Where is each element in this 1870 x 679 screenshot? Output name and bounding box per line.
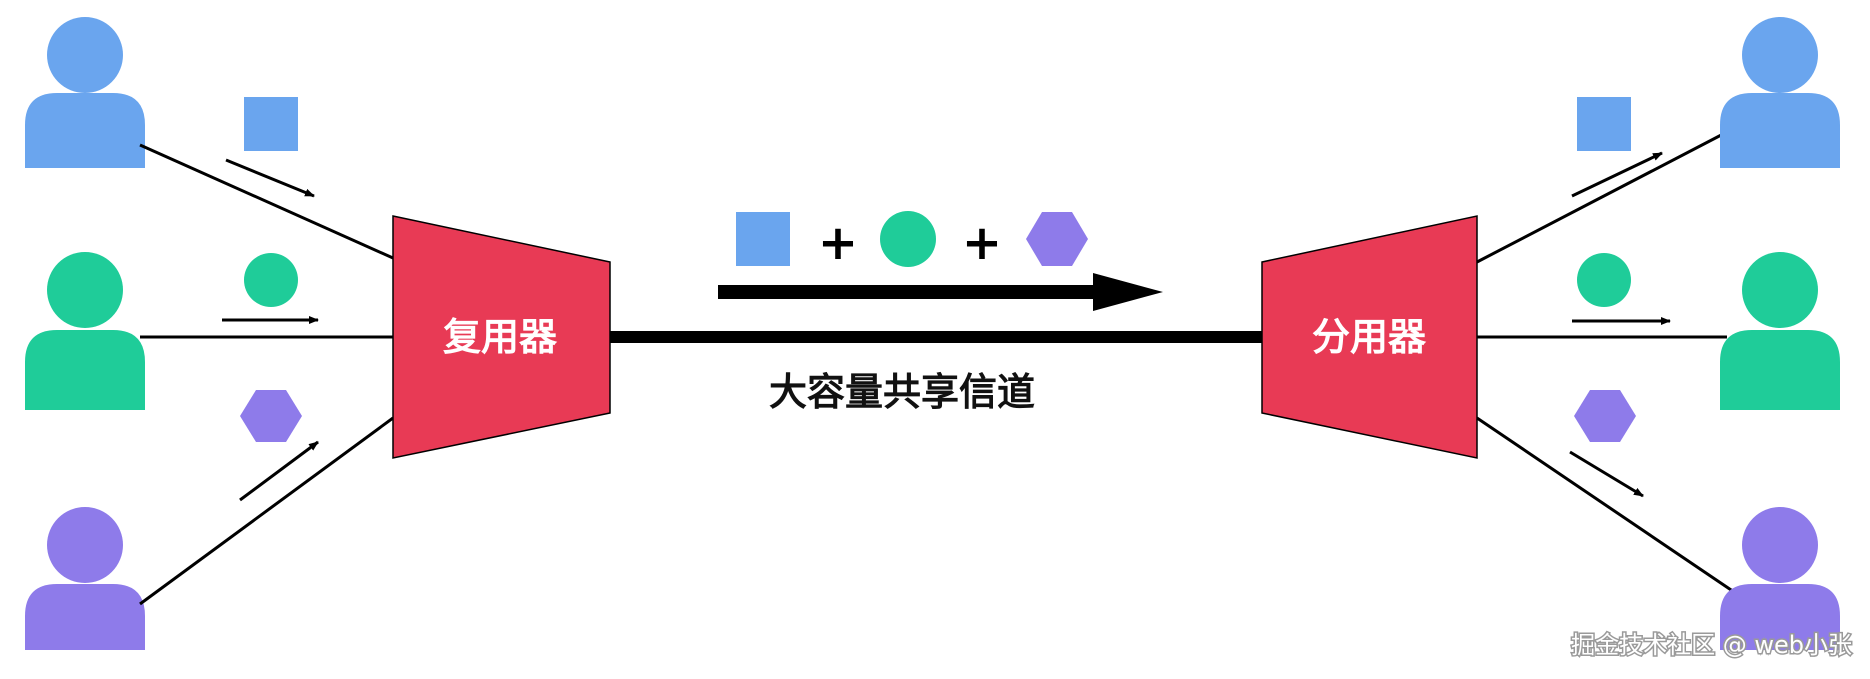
- receiver-user-purple: [1720, 507, 1840, 650]
- user-icon-head: [1742, 17, 1818, 93]
- channel-direction-arrow-head: [1093, 273, 1163, 311]
- combined-hexagon-purple: [1026, 212, 1088, 266]
- signal-hexagon-purple: [240, 390, 302, 442]
- plus-sign-2: +: [962, 215, 1002, 271]
- user-icon-head: [47, 252, 123, 328]
- plus-sign-1: +: [818, 215, 858, 271]
- input-line-purple: [139, 416, 394, 606]
- demultiplexer-device: [1261, 215, 1478, 459]
- signal-circle-green: [244, 253, 298, 307]
- signal-square-blue: [244, 97, 298, 151]
- signal-hexagon-purple-out: [1574, 390, 1636, 442]
- output-line-purple: [1476, 416, 1741, 598]
- multiplexer-device: [392, 215, 611, 459]
- user-icon-body: [1720, 330, 1840, 410]
- watermark-text: 掘金技术社区 @ web小张: [1571, 631, 1852, 659]
- combined-square-blue: [736, 212, 790, 266]
- receiver-user-green: [1720, 252, 1840, 410]
- flow-arrow-blue: [225, 158, 315, 198]
- sender-user-purple: [25, 507, 145, 650]
- flow-arrow-purple: [239, 440, 319, 502]
- user-icon-head: [47, 17, 123, 93]
- receiver-user-blue: [1720, 17, 1840, 168]
- input-line-blue: [139, 143, 394, 260]
- signal-circle-green-out: [1577, 253, 1631, 307]
- sender-user-blue: [25, 17, 145, 168]
- user-icon-body: [1720, 93, 1840, 168]
- combined-circle-green: [880, 211, 936, 267]
- user-icon-head: [1742, 507, 1818, 583]
- user-icon-body: [25, 584, 145, 650]
- signal-square-blue-out: [1577, 97, 1631, 151]
- channel-label: 大容量共享信道: [769, 370, 1035, 414]
- shared-channel-line: [610, 331, 1262, 343]
- channel-direction-arrow-shaft: [718, 285, 1096, 299]
- demultiplexer-label: 分用器: [1312, 315, 1427, 359]
- user-icon-head: [1742, 252, 1818, 328]
- user-icon-head: [47, 507, 123, 583]
- user-icon-body: [1720, 584, 1840, 650]
- user-icon-body: [25, 93, 145, 168]
- flow-arrow-purple-out: [1569, 450, 1644, 498]
- flow-arrow-blue-out: [1571, 151, 1663, 198]
- multiplexer-label: 复用器: [443, 315, 558, 359]
- user-icon-body: [25, 330, 145, 410]
- sender-user-green: [25, 252, 145, 410]
- output-line-blue: [1476, 130, 1728, 264]
